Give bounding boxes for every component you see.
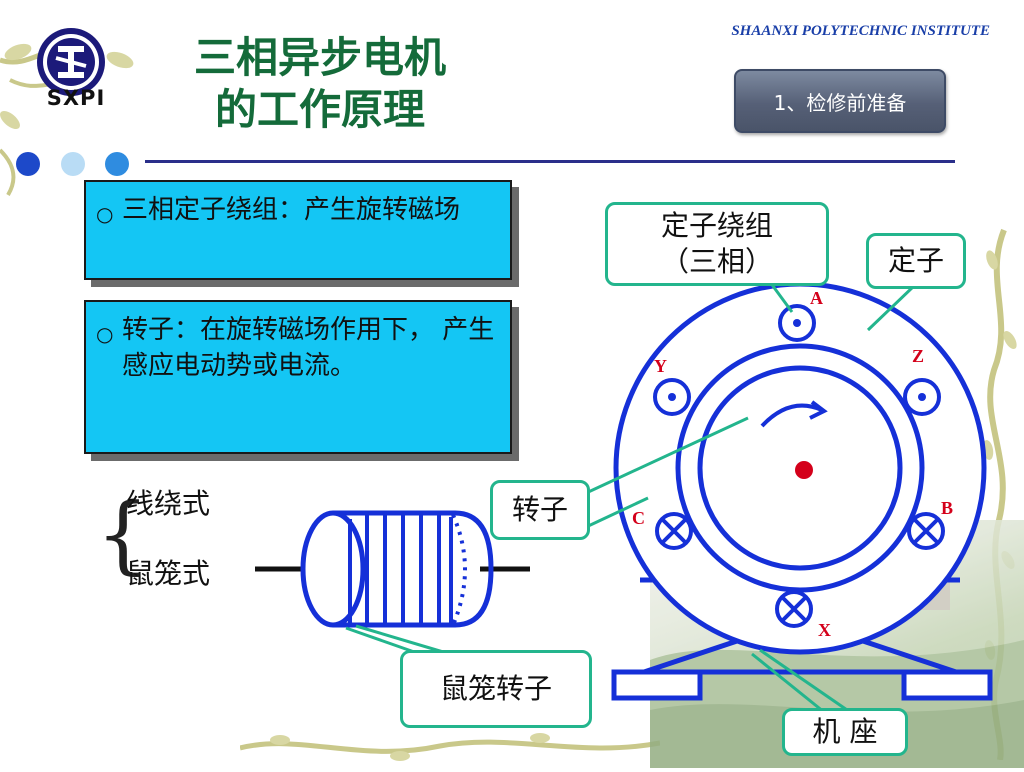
callout-squirrel-cage-rotor: 鼠笼转子 — [400, 650, 592, 728]
logo-text: SXPI — [46, 86, 106, 110]
page-title: 三相异步电机 的工作原理 — [140, 32, 500, 136]
winding-label-C: C — [632, 508, 645, 528]
page-title-line1: 三相异步电机 — [193, 33, 446, 82]
callout-rotor: 转子 — [490, 480, 590, 540]
brace-icon: { — [96, 485, 150, 583]
bullet-box-rotor: ○ 转子：在旋转磁场作用下， 产生感应电动势或电流。 — [84, 300, 512, 454]
dot-icon — [105, 152, 129, 176]
motor-cross-section-diagram — [611, 281, 993, 701]
rotor-type-squirrel-cage: 鼠笼式 — [126, 557, 211, 590]
winding-label-X: X — [818, 620, 831, 640]
header-divider — [145, 160, 955, 163]
callout-stator: 定子 — [866, 233, 966, 289]
bullet-circle-icon: ○ — [96, 322, 114, 346]
step-button[interactable]: 1、检修前准备 — [734, 69, 946, 133]
winding-label-B: B — [941, 498, 954, 518]
page-title-line2: 的工作原理 — [214, 85, 425, 134]
bullet-circle-icon: ○ — [96, 202, 114, 226]
winding-label-Z: Z — [912, 346, 925, 366]
rotor-type-wound: 线绕式 — [126, 487, 211, 520]
callout-stator-winding-line2: （三相） — [660, 245, 773, 278]
winding-Y-dot-icon — [653, 378, 691, 416]
callout-frame: 机 座 — [782, 708, 908, 756]
bullet-box-stator: ○ 三相定子绕组：产生旋转磁场 — [84, 180, 512, 280]
winding-X-cross-icon — [775, 590, 813, 628]
winding-B-cross-icon — [907, 512, 945, 550]
winding-Z-dot-icon — [903, 378, 941, 416]
dot-icon — [16, 152, 40, 176]
callout-stator-winding: 定子绕组 （三相） — [605, 202, 829, 286]
winding-label-A: A — [810, 288, 823, 308]
decorative-vine-bottom — [240, 733, 660, 761]
callout-stator-winding-line1: 定子绕组 — [660, 209, 773, 242]
dot-icon — [61, 152, 85, 176]
squirrel-cage-rotor-drawing — [255, 510, 530, 628]
bullet-text: 转子：在旋转磁场作用下， 产生感应电动势或电流。 — [122, 315, 495, 381]
bullet-text: 三相定子绕组：产生旋转磁场 — [122, 195, 461, 225]
winding-label-Y: Y — [654, 356, 667, 376]
sxpi-logo-icon — [37, 28, 105, 96]
winding-C-cross-icon — [655, 512, 693, 550]
institute-name: SHAANXI POLYTECHNIC INSTITUTE — [731, 23, 990, 39]
winding-A-dot-icon — [778, 304, 816, 342]
